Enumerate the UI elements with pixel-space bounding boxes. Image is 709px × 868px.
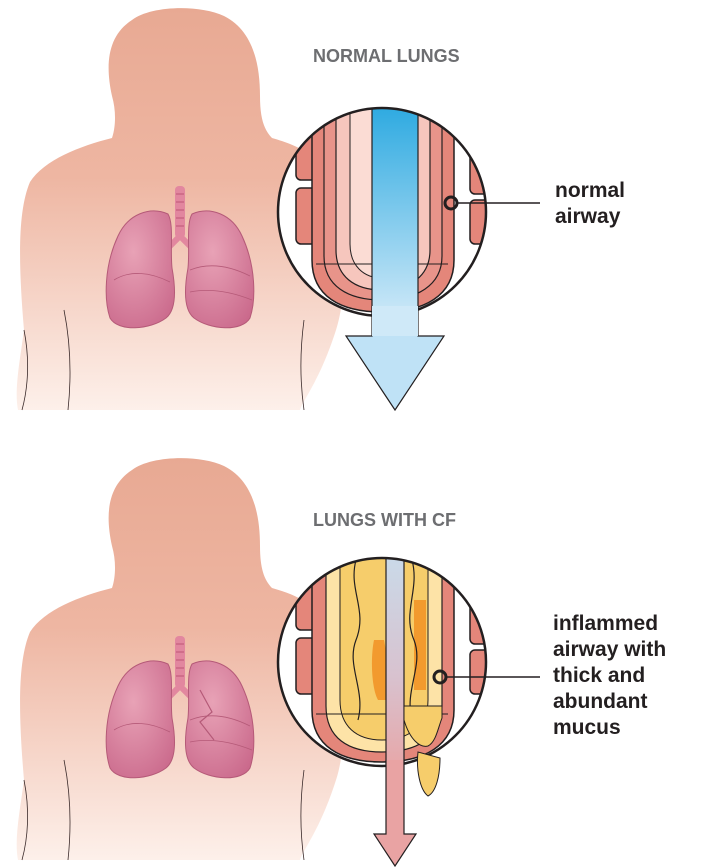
cf-panel: LUNGS WITH CF inflammed airway with thic…	[17, 458, 667, 866]
normal-panel-title: NORMAL LUNGS	[313, 46, 460, 66]
normal-panel: NORMAL LUNGS normal airway	[17, 8, 625, 410]
airflow-arrow-icon	[346, 306, 444, 410]
airway-magnifier-icon	[278, 100, 490, 320]
cf-callout-line-4: abundant	[553, 690, 648, 713]
cf-callout-line-1: inflammed	[553, 612, 658, 635]
cf-callout-line-3: thick and	[553, 664, 645, 687]
airflow-arrow-icon	[374, 760, 416, 866]
normal-callout-line-2: airway	[555, 205, 621, 228]
cf-callout-line-5: mucus	[553, 716, 621, 739]
cf-panel-title: LUNGS WITH CF	[313, 510, 456, 530]
normal-callout-line-1: normal	[555, 179, 625, 202]
cf-callout-line-2: airway with	[553, 638, 666, 661]
